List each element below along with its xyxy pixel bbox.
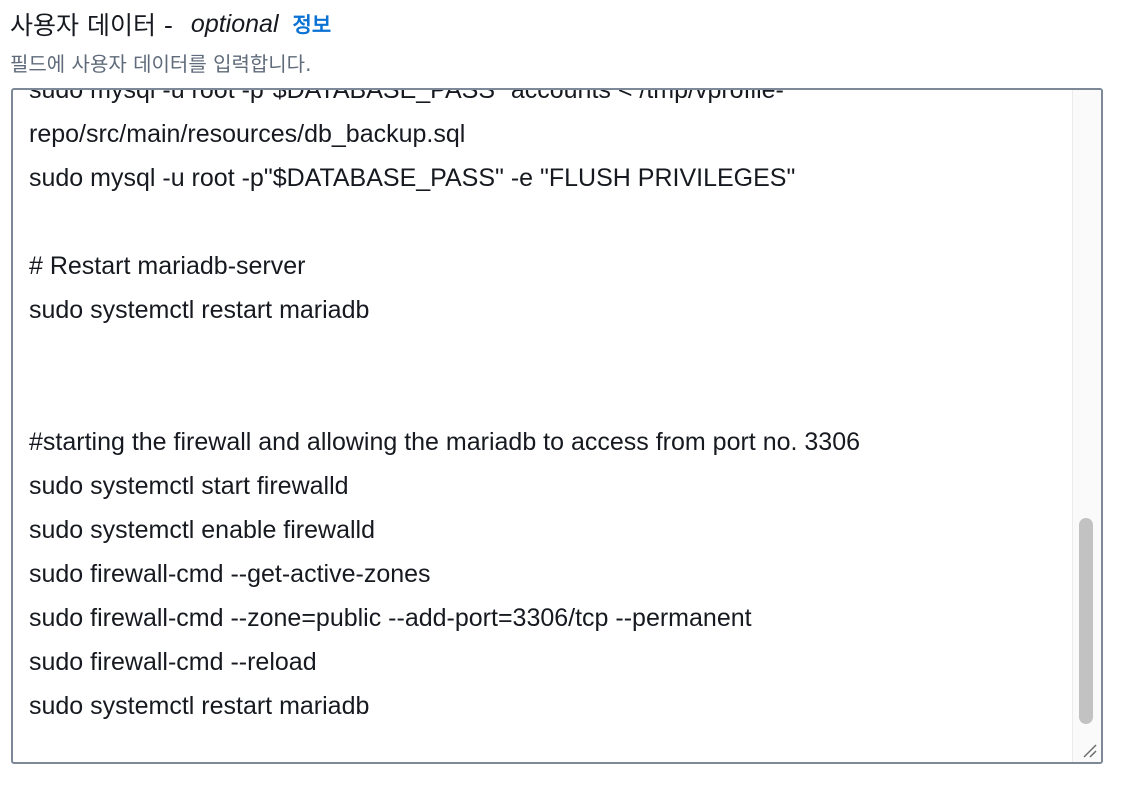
code-line [29, 376, 1071, 420]
code-line: sudo systemctl enable firewalld [29, 516, 375, 544]
code-line: sudo mysql -u root -p"$DATABASE_PASS" -e… [29, 164, 796, 192]
resize-grip-icon[interactable] [1076, 737, 1100, 761]
field-description: 필드에 사용자 데이터를 입력합니다. [10, 52, 312, 76]
field-label: 사용자 데이터 - [10, 11, 173, 40]
code-line: sudo systemctl start firewalld [29, 472, 349, 500]
code-line: sudo firewall-cmd --reload [29, 648, 317, 676]
code-line: sudo systemctl restart mariadb [29, 692, 370, 720]
code-line: sudo firewall-cmd --zone=public --add-po… [29, 604, 752, 632]
vertical-scrollbar[interactable] [1072, 90, 1101, 762]
code-line: sudo mysql -u root -p"$DATABASE_PASS" ac… [29, 88, 784, 104]
field-header: 사용자 데이터 - optional 정보 [10, 6, 331, 42]
code-line [29, 728, 1071, 762]
code-line [29, 332, 1071, 376]
code-line: sudo systemctl restart mariadb [29, 296, 370, 324]
info-link[interactable]: 정보 [292, 13, 332, 37]
scrollbar-thumb[interactable] [1079, 518, 1093, 724]
code-line: #starting the firewall and allowing the … [29, 428, 861, 456]
code-line [29, 200, 1071, 244]
optional-label: optional [190, 9, 279, 38]
textarea-content[interactable]: sudo mysql -u root -p"$DATABASE_PASS" ac… [29, 88, 1071, 762]
code-line: repo/src/main/resources/db_backup.sql [29, 120, 466, 148]
code-line: # Restart mariadb-server [29, 252, 306, 280]
code-line: sudo firewall-cmd --get-active-zones [29, 560, 431, 588]
user-data-textarea[interactable]: sudo mysql -u root -p"$DATABASE_PASS" ac… [11, 88, 1103, 764]
